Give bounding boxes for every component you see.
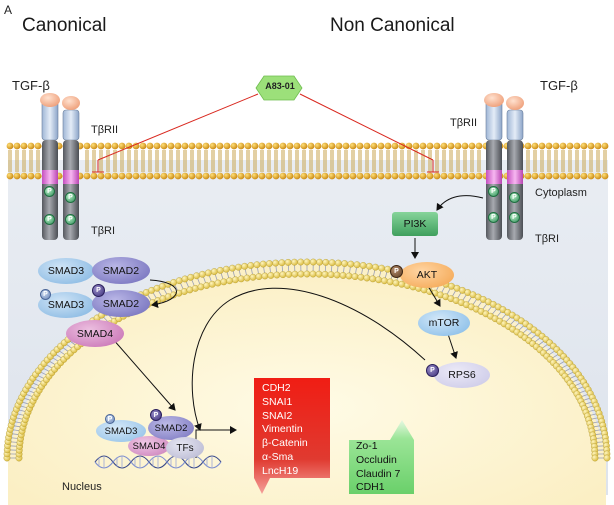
phospho-icon: P: [105, 414, 115, 424]
smad3-node: SMAD3: [38, 258, 94, 284]
cytoplasm-label: Cytoplasm: [535, 187, 587, 199]
panel-label: A: [4, 3, 13, 17]
upregulated-gene-list: CDH2 SNAI1 SNAI2 Vimentin β-Catenin α-Sm…: [262, 382, 308, 479]
akt-node: AKT: [400, 262, 454, 288]
phospho-icon: P: [92, 284, 105, 297]
smad4-node: SMAD4: [66, 320, 124, 347]
gene-down-item: Zo-1: [356, 440, 378, 452]
gene-up-item: α-Sma: [262, 450, 294, 463]
receptor-type1-label-left: TβRI: [91, 225, 116, 237]
receptor-type2-label-right: TβRII: [450, 117, 478, 129]
phospho-icon: P: [509, 212, 520, 223]
gene-up-item: Vimentin: [262, 423, 303, 436]
ligand-label-left: TGF-β: [12, 78, 50, 93]
complex-smad3-node: SMAD3: [96, 420, 146, 442]
rps6-node: RPS6: [434, 362, 490, 388]
dna-helix: [94, 455, 222, 469]
smad3-phospho-node: SMAD3: [38, 292, 94, 318]
downregulated-gene-list: Zo-1 Occludin Claudin 7 CDH1: [356, 440, 400, 495]
gene-up-item: β-Catenin: [262, 437, 308, 450]
phospho-icon: P: [65, 192, 76, 203]
phospho-icon: P: [390, 265, 403, 278]
heading-noncanonical: Non Canonical: [330, 15, 455, 36]
heading-canonical: Canonical: [22, 15, 107, 36]
nucleus-label: Nucleus: [62, 481, 102, 493]
complex-smad4-node: SMAD4: [128, 436, 170, 456]
gene-up-item: CDH2: [262, 382, 291, 394]
phospho-icon: P: [150, 409, 162, 421]
pi3k-node: PI3K: [392, 212, 438, 236]
gene-down-item: Occludin: [356, 453, 397, 466]
inhibitor-label: A83-01: [265, 81, 295, 91]
phospho-icon: P: [488, 212, 499, 223]
tfs-node: TFs: [166, 437, 204, 459]
smad2-node: SMAD2: [92, 257, 150, 284]
phospho-icon: P: [65, 214, 76, 225]
receptor-type2-label-left: TβRII: [91, 124, 119, 136]
inhibitor-hexagon: [255, 75, 303, 101]
gene-down-item: CDH1: [356, 481, 385, 494]
inhibitor-lines: [92, 93, 439, 173]
downregulated-genes-box: [349, 420, 414, 494]
phospho-icon: P: [44, 186, 55, 197]
gene-up-item: SNAI1: [262, 395, 293, 408]
phospho-icon: P: [44, 214, 55, 225]
receptor-type1-label-right: TβRI: [535, 233, 560, 245]
phospho-icon: P: [509, 192, 520, 203]
phospho-icon: P: [40, 289, 51, 300]
phospho-icon: P: [488, 186, 499, 197]
gene-down-item: Claudin 7: [356, 467, 401, 480]
phospho-icon: P: [426, 364, 439, 377]
ligand-label-right: TGF-β: [540, 78, 578, 93]
upregulated-genes-box: [254, 378, 330, 494]
pathway-arrows: [111, 195, 484, 458]
gene-up-item: LncH19: [262, 464, 299, 477]
mtor-node: mTOR: [418, 310, 470, 336]
gene-up-item: SNAI2: [262, 409, 293, 422]
